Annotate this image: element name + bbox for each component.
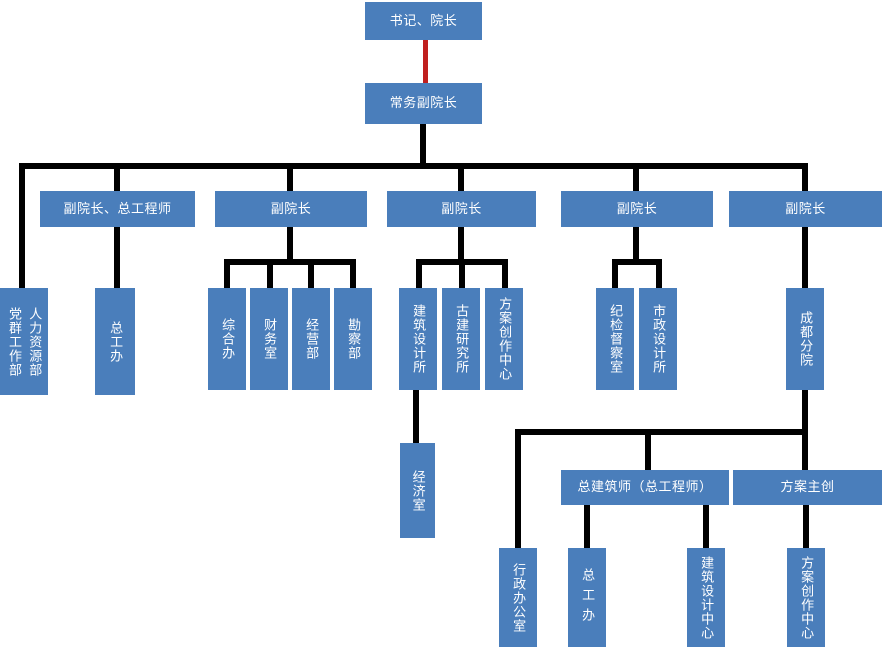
connector-vp3-drop-3 [502,259,508,289]
connector-vp2-drop-4 [350,259,356,289]
connector-bus-to-hr [19,163,25,289]
connector-vp5-to-chengdu [802,226,808,289]
connector-chengdu-stem [802,390,808,435]
connector-bus-to-vp1 [114,163,120,191]
connector-vp2-stem [287,226,293,265]
connector-chief-architect-to-gongban [584,505,590,548]
node-vice-president-2[interactable]: 副院长 [215,191,367,227]
node-ancient-architecture-institute[interactable]: 古建研究所 [442,288,480,390]
connector-bus-to-vp5 [802,163,808,191]
connector-vp4-bus [612,259,662,265]
connector-executive-stem [420,124,426,166]
connector-chengdu-drop-scheme-lead [802,429,808,471]
node-architectural-design-center[interactable]: 建筑设计中心 [687,548,725,647]
connector-chengdu-drop-chief-architect [645,429,651,471]
node-chief-architect[interactable]: 总建筑师（总工程师） [561,470,729,505]
node-scheme-creation-center[interactable]: 方案创作中心 [485,288,523,390]
connector-chengdu-bus [515,429,808,435]
connector-vp2-drop-1 [224,259,230,289]
connector-vp3-drop-2 [459,259,465,289]
connector-vp4-stem [633,226,639,265]
connector-bus-to-vp2 [287,163,293,191]
node-economics-office[interactable]: 经济室 [400,443,435,538]
connector-arch-institute-to-economics [413,388,419,444]
connector-bus-to-vp3 [458,163,464,191]
node-chengdu-scheme-creation-center[interactable]: 方案创作中心 [787,548,825,647]
node-general-office[interactable]: 综合办 [208,288,246,390]
node-vice-president-5[interactable]: 副院长 [729,191,882,227]
connector-vp3-stem [458,226,464,265]
node-chengdu-chief-engineer-office[interactable]: 总工办 [568,548,606,647]
node-hr-label: 人力资源部 [27,306,43,377]
node-municipal-design-institute[interactable]: 市政设计所 [639,288,677,390]
node-discipline-inspection-office[interactable]: 纪检督察室 [596,288,634,390]
node-admin-office[interactable]: 行政办公室 [499,548,537,647]
node-finance-office[interactable]: 财务室 [250,288,288,390]
connector-vp3-drop-1 [416,259,422,289]
node-vice-president-4[interactable]: 副院长 [561,191,713,227]
node-chengdu-branch[interactable]: 成都分院 [786,288,824,390]
node-scheme-lead[interactable]: 方案主创 [733,470,882,505]
node-hr-and-party-work[interactable]: 党群工作部 人力资源部 [0,288,48,395]
node-executive-vice-president[interactable]: 常务副院长 [365,83,482,124]
connector-bus-to-vp4 [633,163,639,191]
connector-vp4-drop-2 [656,259,662,289]
connector-vp4-drop-1 [612,259,618,289]
node-architectural-design-institute[interactable]: 建筑设计所 [399,288,437,390]
connector-root-to-executive [423,38,428,83]
connector-vp1-to-chief-engineer-office [114,226,120,289]
node-survey-department[interactable]: 勘察部 [334,288,372,390]
connector-chief-architect-to-design-center [703,505,709,548]
connector-scheme-lead-to-creation-center [803,505,809,548]
connector-main-bus [19,163,808,169]
node-operations-department[interactable]: 经营部 [292,288,330,390]
connector-vp2-drop-3 [308,259,314,289]
node-party-work-label: 党群工作部 [7,306,22,377]
node-vice-president-3[interactable]: 副院长 [387,191,536,227]
node-vice-president-chief-engineer[interactable]: 副院长、总工程师 [40,191,195,227]
connector-vp2-bus [224,259,356,265]
connector-chengdu-drop-admin [515,429,521,548]
node-root[interactable]: 书记、院长 [365,2,482,40]
node-chief-engineer-office[interactable]: 总工办 [95,288,135,395]
connector-vp2-drop-2 [267,259,273,289]
